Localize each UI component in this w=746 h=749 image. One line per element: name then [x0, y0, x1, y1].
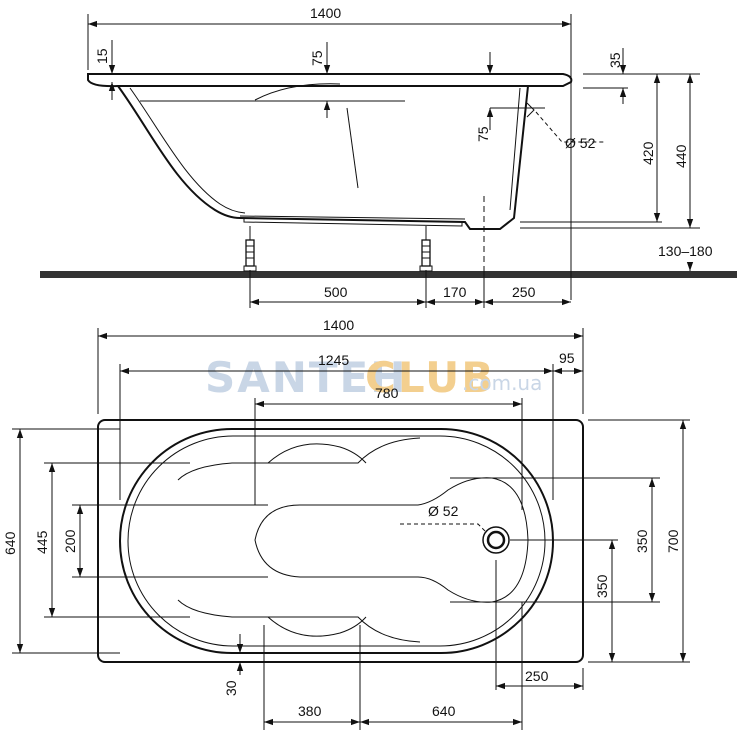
tub-body: [117, 85, 529, 230]
tub-basin-outer: [119, 428, 554, 654]
top-view: Ø 52 1400 1245 95 780 640 445 200: [2, 317, 690, 730]
tub-outer-rim: [97, 419, 584, 663]
drain: [482, 526, 510, 554]
dim-drain-diameter-top-label: Ø 52: [428, 503, 459, 519]
watermark: SANTEH CLUB .com.ua: [205, 353, 542, 402]
tub-bottom-plate: [239, 215, 466, 220]
tub-lower-contour-2: [267, 616, 367, 637]
dim-top-total-length-label: 1400: [323, 317, 354, 333]
dim-rim-right-label: 35: [607, 52, 623, 68]
dim-total-height-label: 440: [673, 144, 689, 168]
tub-upper-contour-2: [267, 443, 367, 464]
tub-lower-contour: [177, 599, 421, 643]
tub-inner-wall: [509, 87, 521, 211]
tub-basin-inner: [127, 435, 546, 647]
tub-upper-contour: [177, 437, 421, 481]
dim-inner-height-label: 420: [640, 141, 656, 165]
dim-end-offset-label: 95: [559, 350, 575, 366]
dim-drain-to-end-label: 250: [512, 284, 536, 300]
dim-inner-length-label: 1245: [318, 352, 349, 368]
overflow-fitting: [526, 102, 535, 118]
dim-rim-mid-label: 75: [309, 50, 325, 66]
watermark-part1: SANTEH: [205, 353, 407, 402]
dim-rim-left-label: 15: [94, 48, 110, 64]
dim-drain-diameter-side-label: Ø 52: [565, 135, 596, 151]
dim-drain-to-edge-label: 350: [594, 574, 610, 598]
dim-drain-span-label: 350: [634, 529, 650, 553]
dim-overflow-label: 75: [475, 126, 491, 142]
tub-inner-contour: [129, 87, 246, 214]
tub-base: [243, 218, 463, 227]
dim-bottom-length-label: 780: [375, 385, 399, 401]
dim-leg-spacing-label: 500: [324, 284, 348, 300]
dim-side-offset-label: 30: [223, 680, 239, 696]
dim-bottom-segment-label: 640: [432, 703, 456, 719]
drain-leader-line: [400, 523, 487, 533]
dim-seat-width-label: 200: [62, 529, 78, 553]
dim-inner-width-label: 640: [2, 531, 18, 555]
dim-total-width-label: 700: [665, 529, 681, 553]
watermark-part2: CLUB: [365, 353, 495, 402]
side-view: 1400 15 75 75 35 Ø 52 420 440 130–180 50…: [40, 5, 737, 308]
leg-left: [243, 226, 257, 272]
floor-line: [40, 271, 737, 278]
dim-drain-from-end-label: 250: [525, 668, 549, 684]
dim-leg-height-label: 130–180: [658, 243, 713, 259]
tub-inner-lip: [254, 83, 341, 101]
dim-leg-to-drain-label: 170: [443, 284, 467, 300]
leg-right: [419, 226, 433, 272]
watermark-domain: .com.ua: [462, 371, 542, 395]
dim-total-length-label: 1400: [310, 5, 341, 21]
tub-section-line: [346, 107, 359, 189]
dim-bottom-width-label: 445: [34, 530, 50, 554]
tub-rim: [87, 73, 573, 88]
dim-seat-offset-label: 380: [298, 703, 322, 719]
